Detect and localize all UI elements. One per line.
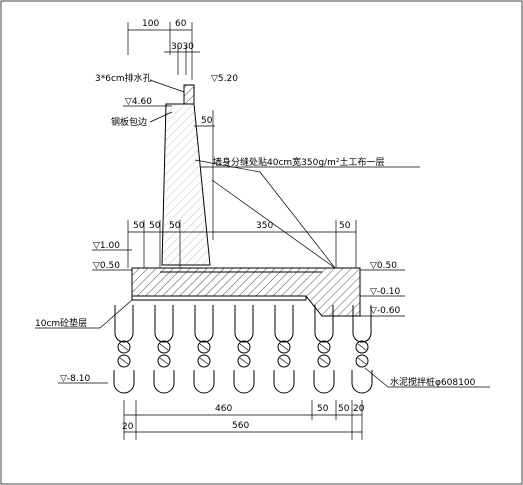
elev-top: ▽5.20 xyxy=(211,74,238,84)
label-cushion: 10cm砼垫层 xyxy=(35,317,87,329)
top-dimension-lines xyxy=(127,22,200,80)
label-geotextile: 墙身分缝处贴40cm宽350g/m²土工布一层 xyxy=(213,156,384,168)
label-pile: 水泥搅拌桩φ608100 xyxy=(390,376,476,388)
wall-stem-hatch xyxy=(162,104,210,265)
pile xyxy=(193,305,215,394)
dim-bot-20: 20 xyxy=(353,404,365,414)
elev-050-left: ▽0.50 xyxy=(93,261,120,271)
base-dimension-lines xyxy=(127,220,357,268)
base-slab xyxy=(131,267,361,317)
elev-460: ▽4.60 xyxy=(125,97,152,107)
pile xyxy=(351,305,373,394)
dim-base-50a: 50 xyxy=(133,221,145,231)
dim-top-100: 100 xyxy=(142,19,159,29)
pile xyxy=(273,305,295,394)
dim-top-60: 60 xyxy=(175,19,187,29)
pile xyxy=(313,305,335,394)
pile xyxy=(113,305,135,394)
dim-bot-560: 560 xyxy=(232,421,249,431)
label-drain-hole: 3*6cm排水孔 xyxy=(95,72,152,84)
dim-bot-20-left: 20 xyxy=(122,422,134,432)
elev-m810: ▽-8.10 xyxy=(60,374,90,384)
label-steel-edge: 钢板包边 xyxy=(111,116,147,128)
elev-050-right: ▽0.50 xyxy=(370,261,397,271)
pile xyxy=(153,305,175,394)
cushion-layer xyxy=(131,295,307,301)
wall-cap xyxy=(183,84,195,105)
dim-bot-50a: 50 xyxy=(317,404,329,414)
dim-base-50b: 50 xyxy=(149,221,161,231)
elev-m060: ▽-0.60 xyxy=(370,306,400,316)
dim-bot-50b: 50 xyxy=(338,404,350,414)
piles xyxy=(113,305,373,394)
elev-100: ▽1.00 xyxy=(93,241,120,251)
bottom-dimension-lines xyxy=(123,400,363,440)
dim-bot-460: 460 xyxy=(215,404,232,414)
pile xyxy=(233,305,255,394)
dim-top-3030: 3030 xyxy=(171,42,194,52)
dim-base-50d: 50 xyxy=(339,221,351,231)
dim-wall-50: 50 xyxy=(201,116,213,126)
elev-m010: ▽-0.10 xyxy=(370,287,400,297)
dim-base-50c: 50 xyxy=(169,221,181,231)
dim-base-350: 350 xyxy=(256,221,273,231)
